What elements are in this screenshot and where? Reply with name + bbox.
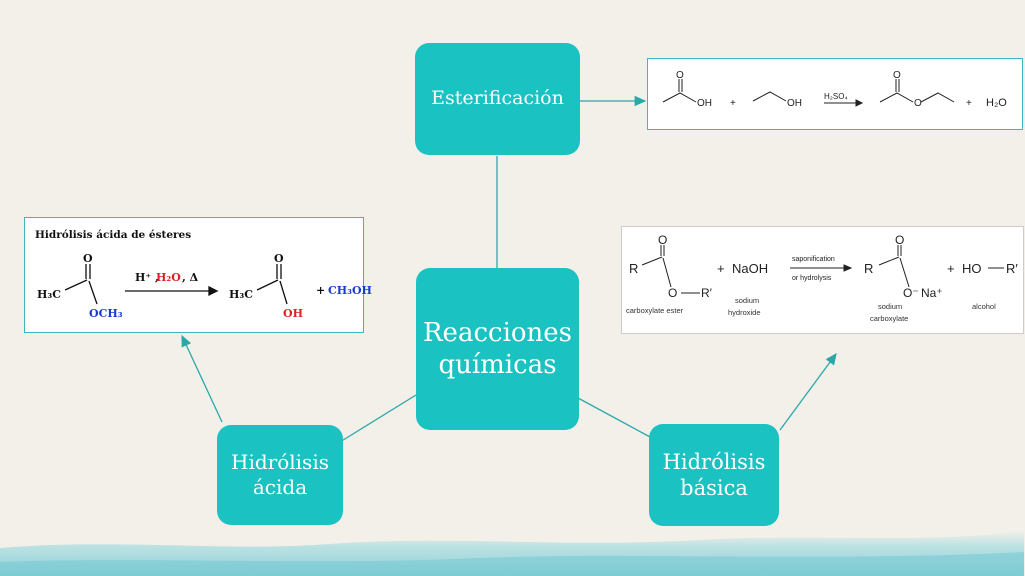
basica-label-naoh-1: sodium — [735, 296, 759, 305]
ester-plus1: + — [730, 98, 736, 109]
basica-label-ester: carboxylate ester — [626, 306, 684, 315]
basica-plus2: + — [947, 261, 955, 276]
basica-label-salt-1: sodium — [878, 302, 902, 311]
ester-catalyst: H₂SO₄ — [824, 92, 848, 101]
hidrolisis-acida-reaction-image: Hidrólisis ácida de ésteres O H₃C OCH₃ H… — [24, 217, 372, 333]
arrow-basica-panel — [779, 352, 837, 431]
basica-label-alcohol: alcohol — [972, 302, 996, 311]
ester-o2: O — [893, 70, 901, 81]
acida-scheme: Hidrólisis ácida de ésteres O H₃C OCH₃ H… — [35, 229, 372, 320]
node-acida-label: Hidrólisis ácida — [231, 450, 329, 499]
acida-h3c1: H₃C — [37, 288, 61, 301]
acida-o1: O — [83, 252, 93, 265]
basica-label-naoh-2: hydroxide — [728, 308, 761, 317]
basica-o-ester: O — [668, 286, 677, 300]
basica-ho: HO — [962, 261, 982, 276]
node-esterificacion[interactable]: Esterificación — [415, 43, 580, 155]
esterificacion-reaction-image: O OH + OH H₂SO₄ O O + H₂O — [647, 58, 1023, 130]
acida-och3: OCH₃ — [89, 307, 123, 320]
ester-o3: O — [914, 98, 922, 109]
basica-r1: R — [629, 261, 638, 276]
ester-water: H₂O — [986, 97, 1007, 109]
basica-naoh: NaOH — [732, 261, 768, 276]
basica-o-top1: O — [658, 233, 667, 247]
node-basica-label: Hidrólisis básica — [662, 449, 766, 500]
basica-label-salt-2: carboxylate — [870, 314, 908, 323]
ester-o1: O — [676, 70, 684, 81]
node-hidrolisis-acida[interactable]: Hidrólisis ácida — [217, 425, 343, 525]
acida-reagent-h2o: H₂O — [156, 271, 181, 284]
acida-o2: O — [274, 252, 284, 265]
ester-plus2: + — [966, 98, 972, 109]
acida-oh: OH — [283, 307, 303, 320]
arrow-acida-panel — [181, 334, 223, 423]
basica-r-prime1: R′ — [701, 286, 713, 300]
acida-methanol: CH₃OH — [328, 284, 372, 297]
basica-plus1: + — [717, 261, 725, 276]
connector-center-basica — [577, 397, 651, 438]
acida-plus: + — [316, 284, 325, 297]
basica-arrow-top: saponification — [792, 256, 835, 263]
node-center-label: Reacciones químicas — [422, 317, 573, 381]
basica-r-prime2: R′ — [1006, 261, 1018, 276]
acida-title: Hidrólisis ácida de ésteres — [35, 229, 191, 241]
esterificacion-scheme: O OH + OH H₂SO₄ O O + H₂O — [662, 70, 1007, 109]
ester-oh1: OH — [697, 98, 712, 109]
node-reacciones-quimicas[interactable]: Reacciones químicas — [416, 268, 579, 430]
acida-reagent-h: H⁺ , — [135, 271, 159, 284]
basica-r2: R — [864, 261, 873, 276]
basica-na: Na⁺ — [921, 286, 943, 300]
acida-reagent-delta: , Δ — [182, 271, 199, 284]
node-hidrolisis-basica[interactable]: Hidrólisis básica — [649, 424, 779, 526]
basica-arrow-bottom: or hydrolysis — [792, 275, 832, 282]
ester-oh2: OH — [787, 98, 802, 109]
basica-o-top2: O — [895, 233, 904, 247]
acida-h3c2: H₃C — [229, 288, 253, 301]
basica-scheme: R O O R′ + NaOH saponification or hydrol… — [626, 233, 1018, 323]
hidrolisis-basica-reaction-image: R O O R′ + NaOH saponification or hydrol… — [621, 226, 1024, 334]
connector-center-acida — [339, 394, 417, 443]
basica-o-minus: O⁻ — [903, 286, 919, 300]
node-esterificacion-label: Esterificación — [431, 87, 564, 110]
